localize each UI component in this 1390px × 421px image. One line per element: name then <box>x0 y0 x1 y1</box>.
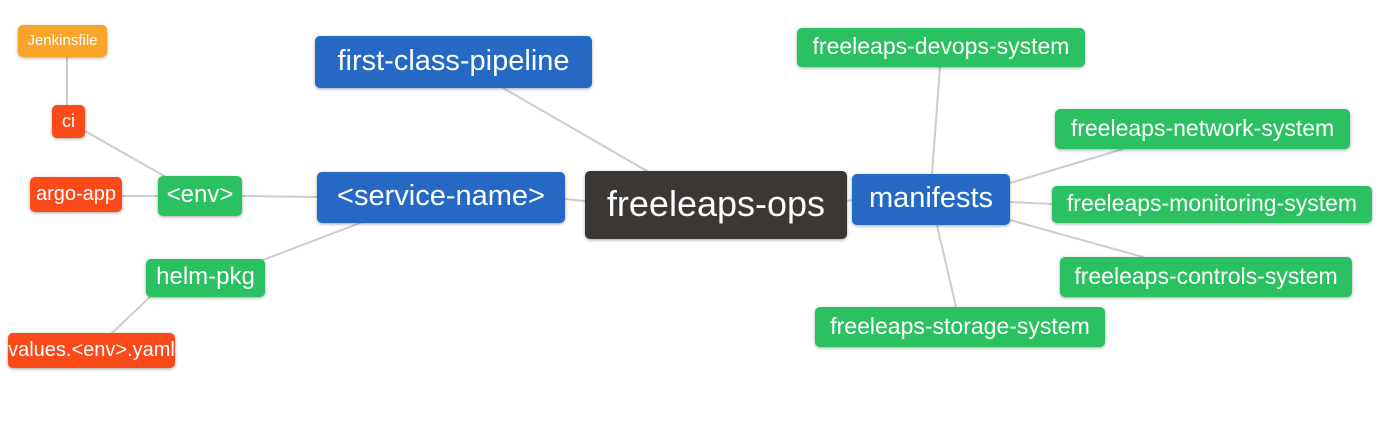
node-freeleaps-storage-system[interactable]: freeleaps-storage-system <box>815 307 1105 347</box>
edge-helm-pkg-to-values-env-yaml <box>111 296 151 334</box>
node-label: ci <box>62 110 75 131</box>
node-helm-pkg[interactable]: helm-pkg <box>146 259 265 297</box>
node-freeleaps-ops[interactable]: freeleaps-ops <box>585 171 847 239</box>
node-label: manifests <box>868 182 994 214</box>
node-label: <service-name> <box>337 180 545 212</box>
node-label: freeleaps-devops-system <box>812 33 1070 59</box>
node-label: freeleaps-storage-system <box>830 312 1090 339</box>
edge-service-name-to-freeleaps-ops <box>564 198 586 202</box>
node-label: freeleaps-controls-system <box>1074 262 1338 289</box>
edge-first-class-pipeline-to-freeleaps-ops <box>502 87 648 172</box>
edge-manifests-to-freeleaps-monitoring-system <box>1009 201 1053 205</box>
node-ci[interactable]: ci <box>52 105 85 138</box>
node-freeleaps-controls-system[interactable]: freeleaps-controls-system <box>1060 257 1352 297</box>
edge-manifests-to-freeleaps-devops-system <box>931 66 941 175</box>
node-label: freeleaps-network-system <box>1070 114 1335 141</box>
node-label: values.<env>.yaml <box>8 338 175 361</box>
edge-service-name-to-helm-pkg <box>262 222 361 261</box>
node-freeleaps-monitoring-system[interactable]: freeleaps-monitoring-system <box>1052 186 1372 223</box>
node-manifests[interactable]: manifests <box>852 174 1010 225</box>
node-label: freeleaps-monitoring-system <box>1066 190 1358 216</box>
node-service-name[interactable]: <service-name> <box>317 172 565 223</box>
node-label: argo-app <box>35 182 117 205</box>
node-jenkinsfile[interactable]: Jenkinsfile <box>18 25 107 57</box>
edge-ci-to-env <box>84 130 167 178</box>
edge-manifests-to-freeleaps-network-system <box>1009 148 1124 184</box>
node-label: first-class-pipeline <box>337 44 570 77</box>
edge-manifests-to-freeleaps-storage-system <box>936 224 957 308</box>
node-label: <env> <box>166 181 234 208</box>
node-values-env-yaml[interactable]: values.<env>.yaml <box>8 333 175 368</box>
node-freeleaps-devops-system[interactable]: freeleaps-devops-system <box>797 28 1085 67</box>
node-freeleaps-network-system[interactable]: freeleaps-network-system <box>1055 109 1350 149</box>
node-label: helm-pkg <box>156 263 255 290</box>
node-label: Jenkinsfile <box>27 31 98 49</box>
node-env[interactable]: <env> <box>158 176 242 216</box>
edge-manifests-to-freeleaps-controls-system <box>1009 219 1144 258</box>
node-first-class-pipeline[interactable]: first-class-pipeline <box>315 36 592 88</box>
node-label: freeleaps-ops <box>606 183 826 224</box>
node-argo-app[interactable]: argo-app <box>30 177 122 212</box>
edge-env-to-service-name <box>241 195 318 198</box>
